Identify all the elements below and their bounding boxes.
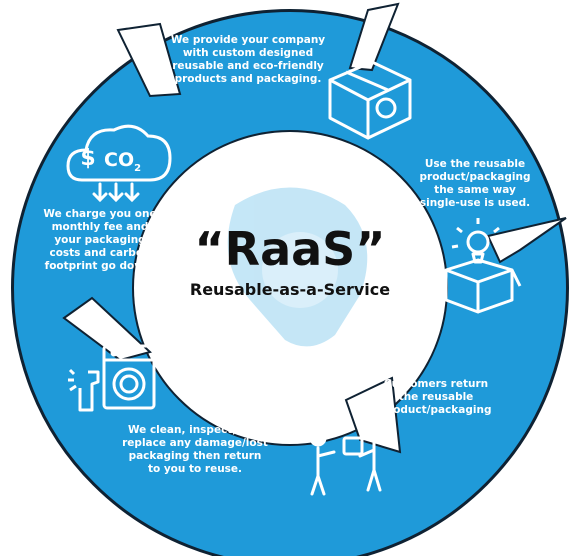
subtitle: Reusable-as-a-Service bbox=[189, 280, 391, 299]
segment-gap-5 bbox=[116, 22, 182, 98]
step-4-text: We clean, inspect, and replace any damag… bbox=[122, 424, 268, 475]
cloud-co2-icon bbox=[66, 124, 172, 203]
open-box-bulb-icon bbox=[436, 218, 522, 314]
ring-band bbox=[14, 12, 566, 556]
segment-gap-2 bbox=[486, 217, 567, 264]
people-exchange-icon bbox=[309, 423, 383, 496]
dollar-sign-label: $ bbox=[80, 146, 96, 171]
center-logo-watermark bbox=[227, 187, 368, 347]
box-icon bbox=[328, 60, 412, 140]
co2-text: CO bbox=[104, 149, 135, 171]
co2-label: CO2 bbox=[104, 149, 154, 174]
page-title: “RaaS” bbox=[194, 222, 386, 276]
segment-gap-3 bbox=[344, 376, 402, 454]
step-2-text: Use the reusable product/packaging the s… bbox=[419, 158, 531, 209]
segment-gap-1 bbox=[348, 2, 400, 72]
step-1-text: We provide your company with custom desi… bbox=[170, 34, 326, 85]
step-5-text: We charge you one monthly fee and your p… bbox=[43, 208, 157, 272]
step-3-text: Customers return the reusable product/pa… bbox=[380, 378, 492, 416]
washing-machine-icon bbox=[68, 344, 156, 412]
co2-subscript: 2 bbox=[134, 162, 142, 174]
